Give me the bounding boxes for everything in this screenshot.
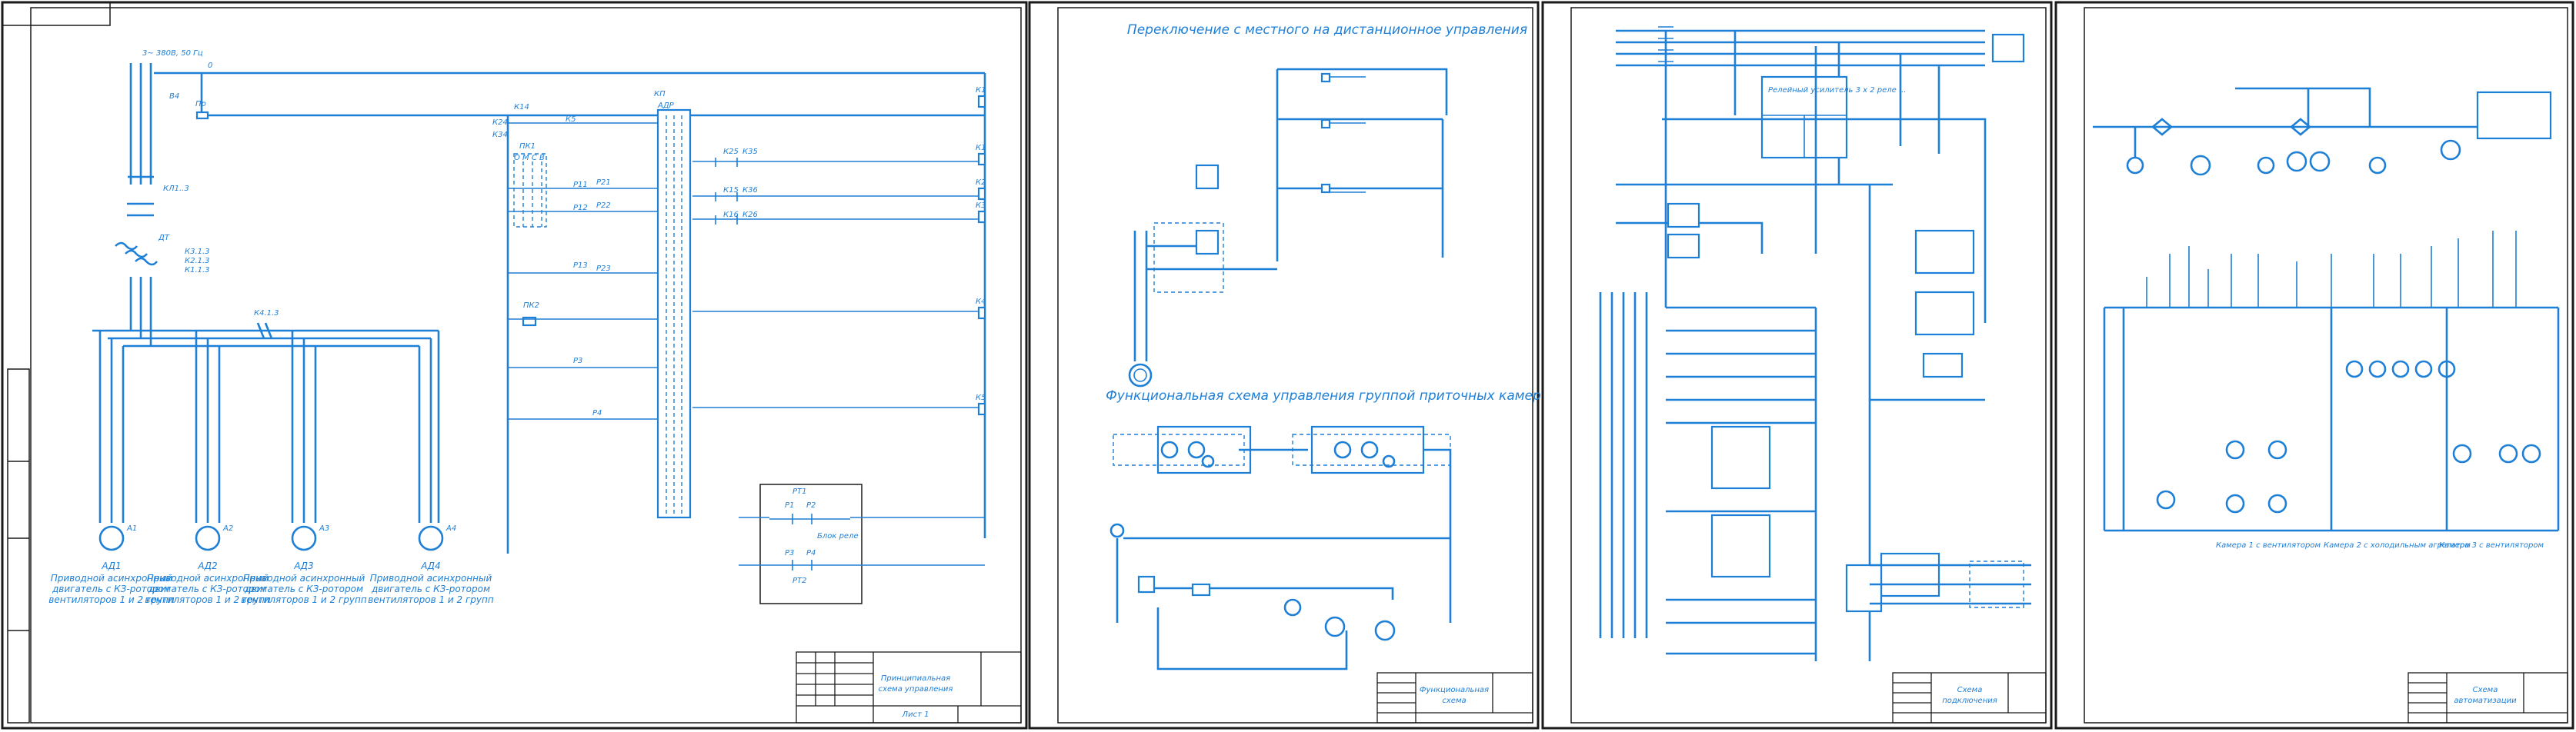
sheet-2-title-top: Переключение с местного на дистанционное…: [1127, 22, 1527, 38]
svg-text:К4: К4: [976, 298, 986, 306]
svg-text:Приводной асинхронный: Приводной асинхронный: [147, 573, 269, 584]
svg-text:К15: К15: [723, 186, 739, 195]
neutral-label: 0: [208, 62, 212, 70]
svg-text:вентиляторов 1 и 2 групп: вентиляторов 1 и 2 групп: [241, 594, 367, 605]
svg-text:АД2: АД2: [197, 561, 217, 571]
svg-text:К26: К26: [742, 211, 758, 219]
svg-text:двигатель с КЗ-ротором: двигатель с КЗ-ротором: [244, 584, 363, 594]
svg-text:АД3: АД3: [293, 561, 313, 571]
motor-4: А4 АД4 Приводной асинхронный двигатель с…: [368, 331, 494, 605]
motor-2: А2 АД2 Приводной асинхронный двигатель с…: [145, 331, 271, 605]
svg-text:А2: А2: [222, 524, 233, 533]
svg-text:А3: А3: [319, 524, 329, 533]
svg-text:Р3: Р3: [573, 357, 582, 365]
svg-text:О М С В: О М С В: [514, 154, 545, 162]
svg-text:К35: К35: [742, 148, 758, 156]
panel-label: АДР: [657, 101, 675, 110]
sheet-3-box-label: Релейный усилитель 3 х 2 реле ...: [1768, 86, 1907, 95]
svg-text:подключения: подключения: [1942, 697, 1997, 705]
svg-text:вентиляторов 1 и 2 групп: вентиляторов 1 и 2 групп: [145, 594, 271, 605]
svg-text:Лист 1: Лист 1: [902, 710, 929, 719]
svg-text:Р11: Р11: [573, 181, 588, 189]
svg-text:К24: К24: [492, 118, 508, 127]
svg-text:Схема: Схема: [1957, 686, 1983, 694]
title-block-1: Принципиальная схема управления Лист 1: [796, 651, 1022, 724]
svg-text:Р1: Р1: [785, 501, 794, 510]
svg-text:автоматизации: автоматизации: [2454, 697, 2517, 705]
svg-text:Р4: Р4: [806, 549, 816, 557]
svg-text:К3.1.3: К3.1.3: [185, 248, 210, 256]
svg-text:А1: А1: [126, 524, 137, 533]
motor-switch-label: К4.1.3: [254, 309, 279, 318]
sheet-4-automation: Камера 1 с вентилятором Камера 2 с холод…: [2054, 1, 2574, 730]
svg-text:А4: А4: [445, 524, 456, 533]
footer-note-1: Камера 1 с вентилятором: [2216, 541, 2321, 550]
breaker-label: B4: [169, 92, 179, 101]
relay-block: РТ1 Р1 Р2 Блок реле Р3 Р4 РТ2: [759, 484, 863, 604]
svg-text:Приводной асинхронный: Приводной асинхронный: [243, 573, 365, 584]
supply-label: 3~ 380В, 50 Гц: [142, 49, 203, 58]
interlock-block: ПК1 О М С В: [513, 142, 547, 228]
svg-text:Р3: Р3: [785, 549, 794, 557]
svg-text:АД4: АД4: [420, 561, 440, 571]
svg-text:ПК1: ПК1: [519, 142, 536, 151]
sheet-3-wiring: Релейный усилитель 3 х 2 реле ... Схема …: [1541, 1, 2053, 730]
svg-text:Р21: Р21: [596, 178, 611, 187]
svg-text:Р12: Р12: [573, 204, 588, 212]
svg-text:РТ1: РТ1: [792, 487, 807, 496]
svg-text:К36: К36: [742, 186, 758, 195]
svg-text:К5: К5: [976, 394, 986, 402]
svg-text:К25: К25: [723, 148, 739, 156]
svg-text:Схема: Схема: [2473, 686, 2498, 694]
footer-note-3: Камера 3 с вентилятором: [2439, 541, 2544, 550]
thermal-label: ДТ: [158, 234, 170, 242]
svg-text:двигатель с КЗ-ротором: двигатель с КЗ-ротором: [148, 584, 267, 594]
svg-text:К5: К5: [566, 115, 576, 124]
fuse-label: Пр: [195, 100, 206, 108]
svg-text:К1.1.3: К1.1.3: [185, 266, 210, 274]
svg-text:К1: К1: [976, 144, 986, 152]
svg-text:вентиляторов 1 и 2 групп: вентиляторов 1 и 2 групп: [368, 594, 494, 605]
svg-text:КП: КП: [654, 90, 666, 98]
svg-text:ПК2: ПК2: [523, 301, 539, 310]
svg-text:схема управления: схема управления: [879, 685, 953, 694]
svg-text:К14: К14: [514, 103, 529, 111]
svg-text:Р23: Р23: [596, 265, 611, 273]
svg-text:Приводной асинхронный: Приводной асинхронный: [51, 573, 173, 584]
sheet-2-control-switching: Переключение с местного на дистанционное…: [1028, 1, 1541, 730]
svg-text:К34: К34: [492, 131, 508, 139]
sheet-2-title-mid: Функциональная схема управления группой …: [1106, 388, 1541, 404]
svg-text:К16: К16: [723, 211, 739, 219]
svg-text:К2: К2: [976, 178, 986, 187]
svg-text:Р22: Р22: [596, 201, 611, 210]
svg-text:Приводной асинхронный: Приводной асинхронный: [370, 573, 492, 584]
svg-text:АД1: АД1: [101, 561, 121, 571]
svg-text:двигатель с КЗ-ротором: двигатель с КЗ-ротором: [371, 584, 490, 594]
svg-text:Р4: Р4: [592, 409, 602, 418]
title-block-3: Схема подключения: [1892, 672, 2047, 724]
contactor-label: КЛ1..3: [163, 185, 189, 193]
svg-text:Принципиальная: Принципиальная: [881, 674, 950, 683]
svg-text:Функциональная: Функциональная: [1420, 686, 1489, 694]
svg-text:схема: схема: [1442, 697, 1466, 705]
svg-text:вентиляторов 1 и 2 групп: вентиляторов 1 и 2 групп: [48, 594, 175, 605]
svg-text:К3: К3: [976, 201, 986, 210]
footer-note-2: Камера 2 с холодильным агрегатом: [2324, 541, 2471, 550]
svg-text:К2.1.3: К2.1.3: [185, 257, 210, 265]
motor-3: А3 АД3 Приводной асинхронный двигатель с…: [241, 331, 367, 605]
svg-text:Р2: Р2: [806, 501, 816, 510]
sheet-1-power-circuit: 3~ 380В, 50 Гц 0 Пр B4 КЛ1..3 ДТ К3.1.3 …: [1, 1, 1028, 730]
svg-text:двигатель с КЗ-ротором: двигатель с КЗ-ротором: [52, 584, 171, 594]
motor-1: А1 АД1 Приводной асинхронный двигатель с…: [48, 331, 175, 605]
relay-block-label: Блок реле: [817, 532, 859, 541]
output-contacts: К1 К1 К2 К3 К4 К5: [976, 73, 986, 538]
svg-text:Р13: Р13: [573, 261, 588, 270]
svg-text:РТ2: РТ2: [792, 577, 807, 585]
title-block-4: Схема автоматизации: [2407, 672, 2568, 724]
adr-terminal-panel: КП АДР: [654, 90, 692, 519]
title-block-2: Функциональная схема: [1376, 672, 1533, 724]
svg-text:К1: К1: [976, 86, 986, 95]
